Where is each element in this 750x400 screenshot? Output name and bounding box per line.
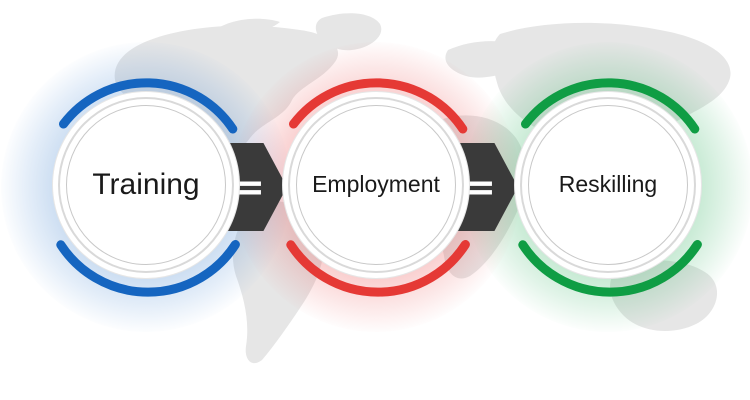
training-bottom-arc bbox=[56, 240, 240, 297]
training-label: Training bbox=[92, 167, 200, 201]
equals-sign: = bbox=[233, 165, 265, 209]
equals-sign: = bbox=[464, 165, 496, 209]
employment-circle: Employment bbox=[290, 99, 462, 271]
reskilling-top-arc bbox=[521, 78, 700, 134]
employment-bottom-arc bbox=[286, 240, 470, 297]
reskilling-label: Reskilling bbox=[558, 171, 658, 198]
reskilling-circle: Reskilling bbox=[522, 99, 694, 271]
employment-circle-inner: Employment bbox=[295, 104, 457, 266]
training-circle-inner: Training bbox=[65, 104, 227, 266]
employment-top-arc bbox=[289, 78, 468, 134]
reskilling-circle-inner: Reskilling bbox=[527, 104, 689, 266]
employment-label: Employment bbox=[312, 171, 440, 198]
training-circle: Training bbox=[60, 99, 232, 271]
training-top-arc bbox=[59, 78, 238, 134]
reskilling-bottom-arc bbox=[518, 240, 702, 297]
